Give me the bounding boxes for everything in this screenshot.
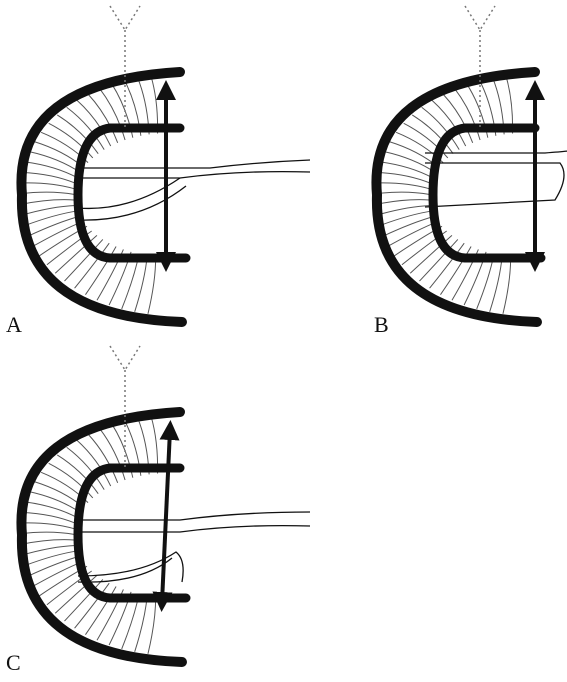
catheter-b bbox=[425, 150, 567, 207]
catheter-a bbox=[78, 160, 310, 220]
panel-c bbox=[19, 346, 310, 662]
catheter-c bbox=[78, 512, 310, 582]
panel-label-b: B bbox=[374, 314, 389, 336]
panel-label-c: C bbox=[6, 652, 21, 674]
panel-label-a: A bbox=[6, 314, 22, 336]
measure-arrow-c bbox=[162, 430, 170, 602]
fibers-b bbox=[374, 76, 513, 314]
outer-wall-a bbox=[21, 72, 182, 322]
outer-wall-b bbox=[376, 72, 537, 322]
fibers-c bbox=[19, 416, 158, 654]
outer-wall-c bbox=[21, 412, 182, 662]
fibers-a bbox=[19, 76, 158, 314]
panel-a bbox=[19, 6, 310, 322]
panel-b bbox=[374, 6, 567, 322]
